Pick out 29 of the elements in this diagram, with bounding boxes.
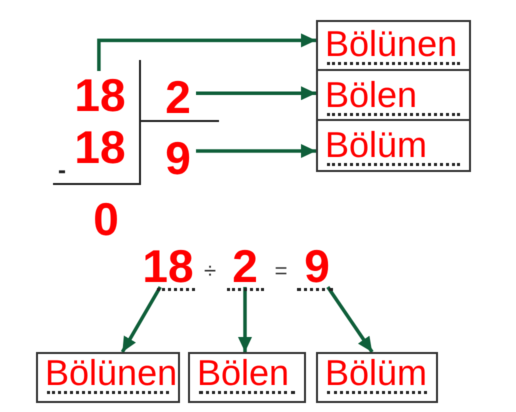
- number: 2: [160, 73, 196, 121]
- label-box: [36, 352, 180, 403]
- arrow: [238, 287, 252, 352]
- number: 2: [227, 245, 263, 287]
- number: 18: [72, 71, 128, 119]
- term-label: Bölünen: [45, 355, 178, 391]
- label-box: [188, 352, 306, 403]
- number: 9: [299, 245, 335, 287]
- arrow: [196, 144, 316, 158]
- label-box: [316, 121, 471, 172]
- arrow: [97, 33, 316, 71]
- number: 9: [160, 134, 196, 182]
- number: 18: [140, 245, 196, 287]
- division-sign: ÷: [202, 258, 218, 284]
- term-label: Bölüm: [325, 355, 428, 391]
- term-label: Bölünen: [325, 26, 458, 62]
- label-box: [316, 71, 471, 121]
- term-label: Bölüm: [325, 127, 428, 163]
- arrow: [196, 86, 316, 100]
- term-label: Bölen: [197, 355, 290, 391]
- minus-sign: -: [57, 161, 67, 181]
- number: 0: [92, 195, 120, 243]
- number: 18: [73, 123, 127, 171]
- equals-sign: =: [274, 258, 288, 284]
- arrow: [326, 286, 374, 353]
- label-box: [316, 20, 471, 71]
- arrow: [120, 286, 162, 353]
- term-label: Bölen: [325, 77, 418, 113]
- label-box: [316, 352, 438, 403]
